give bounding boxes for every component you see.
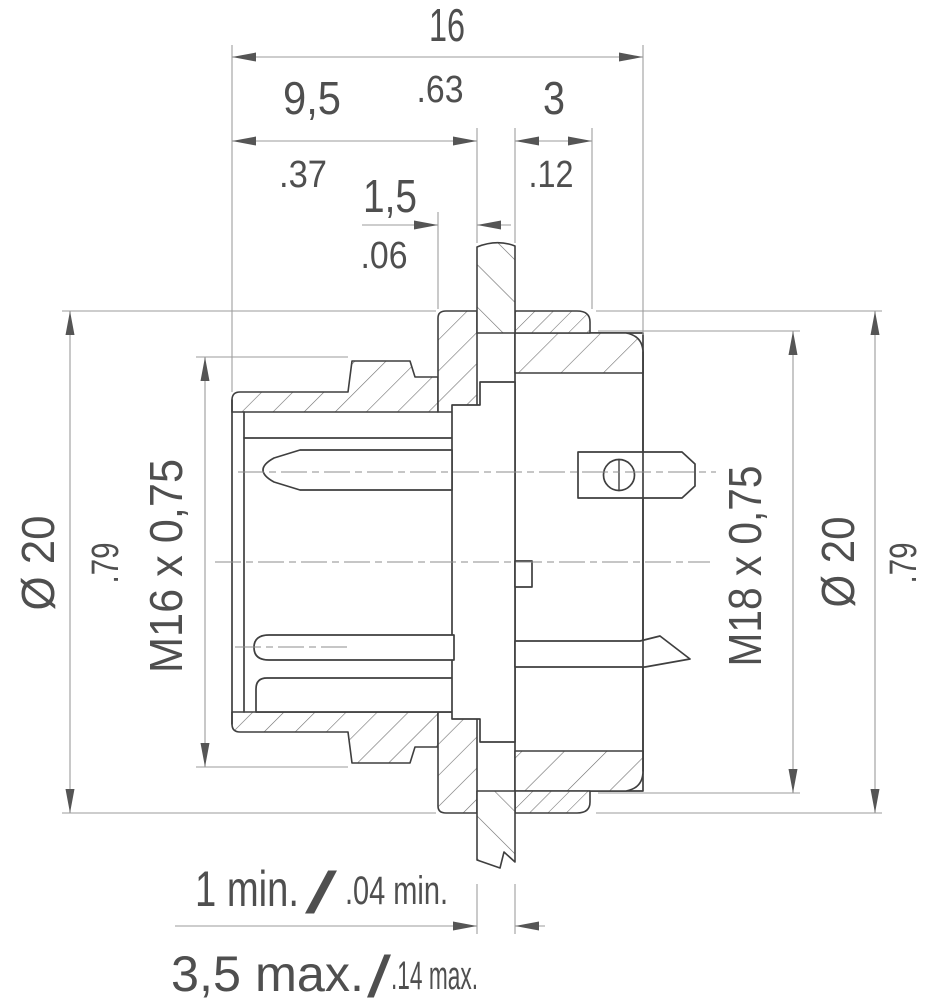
dimension-annotations: 16 .63 9,5 .37 3 .12 1,5 .06 xyxy=(12,0,925,1000)
panel-thickness-min-imperial: .04 min. xyxy=(345,869,448,913)
arrow-left-icon xyxy=(232,136,256,146)
dim-front-length: 9,5 .37 xyxy=(232,72,477,196)
dim-total-length-metric: 16 xyxy=(429,0,465,51)
arrow-left-icon xyxy=(477,220,501,230)
dim-total-length: 16 .63 xyxy=(232,0,643,111)
arrow-right-icon xyxy=(453,921,477,931)
arrow-up-icon xyxy=(788,331,798,355)
arrow-up-icon xyxy=(200,357,210,381)
mounting-flange-lower-section xyxy=(437,711,478,814)
dim-flange-diameter: Ø 20 .79 xyxy=(12,311,127,813)
arrow-down-icon xyxy=(65,789,75,813)
mounting-flange-upper-section xyxy=(437,310,478,413)
dim-panel-thickness: 1 min. / .04 min. 3,5 max. / .14 max. xyxy=(171,861,545,1000)
arrow-left-icon xyxy=(232,52,256,62)
dim-rear-thread-length-imperial: .12 xyxy=(529,154,574,196)
front-shell-upper-wall xyxy=(231,360,439,413)
arrow-down-icon xyxy=(788,769,798,793)
contact-pin xyxy=(262,449,453,491)
solder-tab-front xyxy=(253,634,455,661)
panel-thickness-max-metric: 3,5 max. xyxy=(171,946,364,1000)
solder-lug xyxy=(577,451,696,499)
dim-flange-thickness-metric: 1,5 xyxy=(363,170,417,222)
dim-nut-diameter-metric: Ø 20 xyxy=(812,517,864,608)
mounting-panel-upper xyxy=(476,241,516,334)
arrow-left-icon xyxy=(515,921,539,931)
shell-inner-step xyxy=(255,677,455,713)
lock-nut-upper-section xyxy=(514,310,591,334)
dim-rear-thread: M18 x 0,75 xyxy=(719,331,798,793)
rear-thread-label: M18 x 0,75 xyxy=(719,466,771,667)
rear-shell-lower-wall xyxy=(514,750,644,792)
dim-total-length-imperial: .63 xyxy=(417,69,464,111)
arrow-up-icon xyxy=(65,311,75,335)
centerlines xyxy=(215,471,716,648)
dim-nut-diameter-imperial: .79 xyxy=(883,543,925,584)
dim-flange-diameter-imperial: .79 xyxy=(85,543,127,584)
connector-cross-section xyxy=(231,241,696,869)
dim-flange-thickness: 1,5 .06 xyxy=(361,170,511,277)
arrow-right-icon xyxy=(619,52,643,62)
lock-nut-lower-section xyxy=(514,790,591,814)
arrow-down-icon xyxy=(870,789,880,813)
dim-flange-thickness-imperial: .06 xyxy=(361,235,408,277)
mounting-panel-lower xyxy=(476,790,516,869)
dim-rear-thread-length-metric: 3 xyxy=(543,72,565,124)
panel-thickness-min-separator: / xyxy=(305,861,339,926)
dim-front-thread: M16 x 0,75 xyxy=(140,357,210,767)
arrow-down-icon xyxy=(200,743,210,767)
key-slot-detail xyxy=(514,560,533,588)
rear-shell-upper-wall xyxy=(514,332,644,374)
solder-tab-rear xyxy=(514,635,691,668)
arrow-right-icon xyxy=(453,136,477,146)
front-thread-label: M16 x 0,75 xyxy=(140,459,192,673)
dim-flange-diameter-metric: Ø 20 xyxy=(12,516,64,611)
arrow-up-icon xyxy=(870,311,880,335)
dim-nut-diameter: Ø 20 .79 xyxy=(812,311,925,813)
arrow-left-icon xyxy=(515,136,539,146)
dim-front-length-imperial: .37 xyxy=(279,154,327,196)
dim-rear-thread-length: 3 .12 xyxy=(515,72,592,196)
front-shell-lower-wall xyxy=(231,711,439,764)
dim-front-length-metric: 9,5 xyxy=(283,72,341,124)
arrow-right-icon xyxy=(414,220,438,230)
panel-thickness-min-metric: 1 min. xyxy=(195,861,299,917)
arrow-right-icon xyxy=(568,136,592,146)
panel-thickness-max-imperial: .14 max. xyxy=(391,954,478,998)
panel-thickness-max-separator: / xyxy=(367,945,392,1000)
